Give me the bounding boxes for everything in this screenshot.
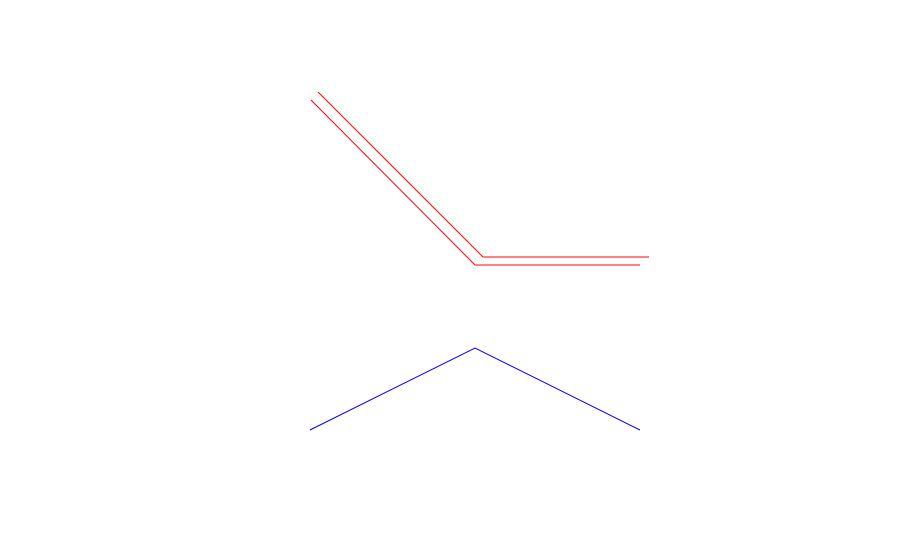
blue-polyline <box>309 347 641 431</box>
red-offset-polyline-inner <box>310 99 640 266</box>
red-offset-polyline-outer <box>317 91 649 258</box>
